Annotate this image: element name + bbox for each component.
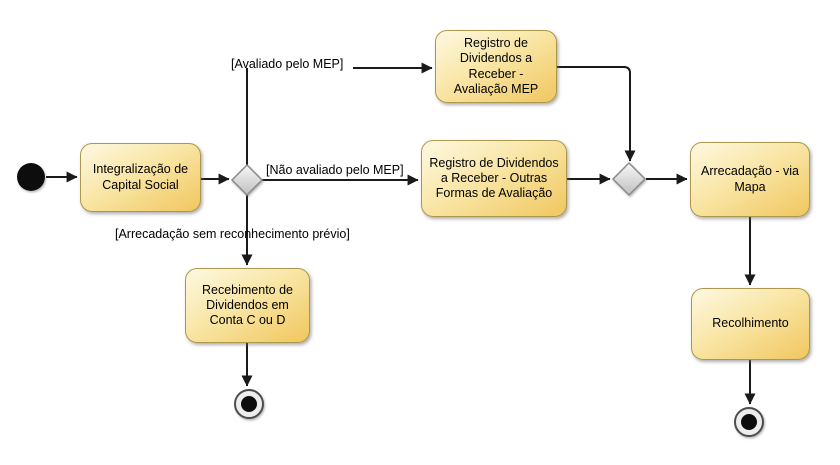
guard-arrecadacao-sem-reconhecimento-previo: [Arrecadação sem reconhecimento prévio]	[115, 227, 350, 241]
activity-registro-dividendos-outras-formas: Registro de Dividendos a Receber - Outra…	[421, 140, 567, 217]
activity-recebimento-dividendos-conta: Recebimento de Dividendos em Conta C ou …	[185, 268, 310, 343]
activity-integralizacao-capital-social: Integralização de Capital Social	[80, 143, 201, 212]
initial-node-icon	[17, 163, 45, 191]
final-node-1-icon	[234, 389, 264, 419]
guard-nao-avaliado-pelo-mep: [Não avaliado pelo MEP]	[266, 163, 404, 177]
activity-arrecadacao-via-mapa: Arrecadação - via Mapa	[690, 142, 810, 217]
decision-node-1-icon	[230, 163, 264, 197]
activity-registro-dividendos-avaliacao-mep: Registro de Dividendos a Receber - Avali…	[435, 30, 557, 103]
guard-avaliado-pelo-mep: [Avaliado pelo MEP]	[231, 57, 344, 71]
activity-recolhimento: Recolhimento	[691, 288, 810, 360]
merge-node-2-icon	[611, 161, 647, 197]
final-node-2-icon	[734, 407, 764, 437]
edge-registro-mep-to-merge	[557, 66, 636, 162]
